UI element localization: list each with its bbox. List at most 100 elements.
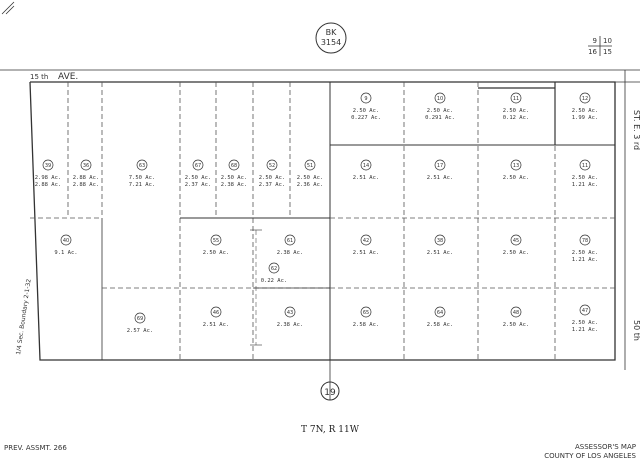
parcel-number: 38 (437, 238, 443, 244)
parcel-p15[interactable]: 112.50 Ac.1.21 Ac. (572, 159, 599, 188)
svg-text:15: 15 (603, 48, 612, 56)
parcel-number-circle (266, 159, 278, 171)
parcel-number: 39 (45, 163, 51, 169)
parcel-number-circle (434, 306, 446, 318)
parcel-p4[interactable]: 12 2.50 Ac.1.99 Ac. (572, 92, 599, 121)
parcel-area: 2.50 Ac. (572, 108, 599, 114)
parcel-number-circle (80, 159, 92, 171)
county-label: COUNTY OF LOS ANGELES (544, 452, 636, 460)
prev-assmt: PREV. ASSMT. 266 (4, 444, 67, 452)
parcel-number: 10 (437, 96, 443, 102)
parcel-area: 2.98 Ac. (35, 175, 62, 181)
parcel-number: 63 (139, 163, 145, 169)
parcel-number: 55 (213, 238, 219, 244)
parcel-area: 0.22 Ac. (261, 278, 288, 284)
parcel-area: 2.50 Ac. (427, 108, 454, 114)
parcel-subarea: 1.21 Ac. (572, 327, 599, 333)
parcel-p26[interactable]: 43 2.38 Ac. (277, 306, 304, 328)
parcel-p12[interactable]: 142.51 Ac. (353, 159, 380, 181)
parcel-number-circle (304, 159, 316, 171)
parcel-p23[interactable]: 62 0.22 Ac. (261, 262, 288, 284)
parcel-number: 13 (513, 163, 519, 169)
parcel-number-circle (579, 234, 591, 246)
parcel-number: 43 (287, 310, 293, 316)
parcel-number: 17 (437, 163, 443, 169)
street-top-label: AVE. (58, 72, 78, 82)
parcel-number-circle (579, 92, 591, 104)
parcel-boundary (29, 81, 616, 361)
ref-grid: 9 10 16 15 (588, 36, 612, 56)
parcel-number: 68 (231, 163, 237, 169)
page-number: 19 (324, 388, 336, 398)
parcel-number-circle (510, 159, 522, 171)
parcel-subarea: 7.21 Ac. (129, 182, 156, 188)
parcel-p28[interactable]: 64 2.58 Ac. (427, 306, 454, 328)
parcel-area: 2.58 Ac. (427, 322, 454, 328)
parcel-area: 2.51 Ac. (353, 175, 380, 181)
parcel-area: 2.58 Ac. (353, 322, 380, 328)
parcel-number-circle (360, 159, 372, 171)
parcel-area: 2.38 Ac. (277, 322, 304, 328)
parcel-area: 2.50 Ac. (572, 175, 599, 181)
parcel-p2[interactable]: 102.50 Ac.0.291 Ac. (425, 92, 455, 121)
parcel-area: 2.57 Ac. (127, 328, 154, 334)
parcel-p18[interactable]: 612.38 Ac. (277, 234, 304, 256)
parcel-p8[interactable]: 672.50 Ac.2.37 Ac. (185, 159, 212, 188)
parcel-p11[interactable]: 512.50 Ac.2.36 Ac. (297, 159, 324, 188)
parcel-p25[interactable]: 462.51 Ac. (203, 306, 230, 328)
parcel-p14[interactable]: 13 2.50 Ac. (503, 159, 530, 181)
parcel-number: 69 (137, 316, 143, 322)
parcel-number: 11 (582, 163, 588, 169)
parcel-number: 11 (513, 96, 519, 102)
parcel-p29[interactable]: 482.50 Ac. (503, 306, 530, 328)
parcel-number-circle (434, 234, 446, 246)
parcel-number-circle (360, 92, 372, 104)
parcel-subarea: 1.99 Ac. (572, 115, 599, 121)
parcel-p3[interactable]: 112.50 Ac.0.12 Ac. (503, 92, 530, 121)
parcel-p6[interactable]: 362.88 Ac.2.88 Ac. (73, 159, 100, 188)
parcel-p7[interactable]: 637.50 Ac.7.21 Ac. (129, 159, 156, 188)
parcel-p20[interactable]: 38 2.51 Ac. (427, 234, 454, 256)
parcel-p10[interactable]: 522.50 Ac.2.37 Ac. (259, 159, 286, 188)
parcel-area: 2.50 Ac. (572, 320, 599, 326)
parcel-area: 2.50 Ac. (353, 108, 380, 114)
parcel-area: 2.50 Ac. (572, 250, 599, 256)
parcel-number: 64 (437, 310, 443, 316)
parcel-p30[interactable]: 472.50 Ac.1.21 Ac. (572, 304, 599, 333)
parcel-p16[interactable]: 409.1 Ac. (54, 234, 78, 256)
parcel-number-circle (42, 159, 54, 171)
parcel-number: 62 (271, 266, 277, 272)
parcel-p24[interactable]: 69 2.57 Ac. (127, 312, 154, 334)
parcel-area: 2.50 Ac. (503, 175, 530, 181)
parcel-area: 2.50 Ac. (185, 175, 212, 181)
book-label: BK (326, 28, 337, 37)
parcel-number-circle (284, 306, 296, 318)
parcel-p19[interactable]: 422.51 Ac. (353, 234, 380, 256)
parcel-area: 2.51 Ac. (427, 250, 454, 256)
parcel-p22[interactable]: 782.50 Ac.1.21 Ac. (572, 234, 599, 263)
parcel-number-circle (268, 262, 280, 274)
parcel-number-circle (228, 159, 240, 171)
parcel-p1[interactable]: 92.50 Ac.0.227 Ac. (351, 92, 381, 121)
parcel-number-circle (434, 159, 446, 171)
parcel-p21[interactable]: 452.50 Ac. (503, 234, 530, 256)
parcel-number-circle (579, 304, 591, 316)
parcel-number-circle (510, 234, 522, 246)
parcel-p17[interactable]: 552.50 Ac. (203, 234, 230, 256)
parcel-p27[interactable]: 652.58 Ac. (353, 306, 380, 328)
parcel-area: 9.1 Ac. (54, 250, 77, 256)
book-circle (315, 22, 347, 54)
parcel-number-circle (134, 312, 146, 324)
parcel-area: 2.50 Ac. (297, 175, 324, 181)
parcel-number-circle (210, 306, 222, 318)
parcel-number: 51 (307, 163, 313, 169)
street-corner: 15 th (30, 73, 48, 81)
parcel-subarea: 0.227 Ac. (351, 115, 381, 121)
parcel-p13[interactable]: 172.51 Ac. (427, 159, 454, 181)
parcel-number: 12 (582, 96, 588, 102)
parcel-p9[interactable]: 682.50 Ac.2.38 Ac. (221, 159, 248, 188)
parcel-number-circle (510, 92, 522, 104)
parcel-p5[interactable]: 392.98 Ac.2.88 Ac. (35, 159, 62, 188)
parcel-subarea: 2.37 Ac. (259, 182, 286, 188)
parcel-number-circle (284, 234, 296, 246)
